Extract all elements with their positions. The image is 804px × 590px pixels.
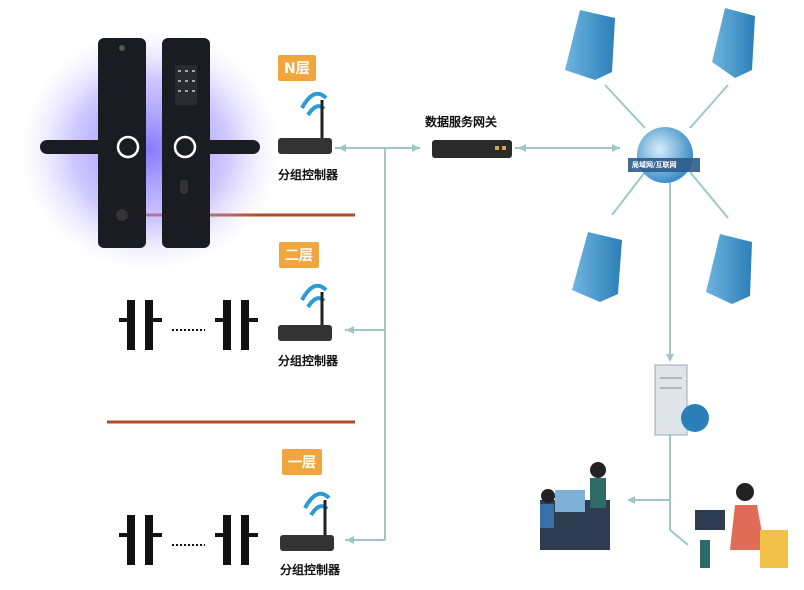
floor-label-2: 二层 <box>279 242 319 268</box>
controller-label-n: 分组控制器 <box>278 168 339 182</box>
controller-label-1: 分组控制器 <box>280 563 341 577</box>
controller-n <box>278 91 332 154</box>
office-workers-icon <box>540 462 610 550</box>
controller-label-2: 分组控制器 <box>278 354 339 368</box>
floor1-locks <box>119 515 258 565</box>
controller-1 <box>280 491 334 551</box>
gateway-device <box>432 140 512 158</box>
controller-2 <box>278 283 332 341</box>
floor-label-1: 一层 <box>282 449 322 475</box>
floor-label-n: N层 <box>278 55 316 81</box>
server-icon <box>654 364 709 436</box>
network-globe <box>637 127 693 183</box>
office-woman-icon <box>695 483 788 568</box>
gateway-label: 数据服务网关 <box>425 115 498 129</box>
floor2-locks <box>119 300 258 350</box>
network-label: 局域网/互联网 <box>632 161 677 169</box>
smart-lock-image <box>20 30 280 270</box>
building-icons <box>565 8 755 304</box>
